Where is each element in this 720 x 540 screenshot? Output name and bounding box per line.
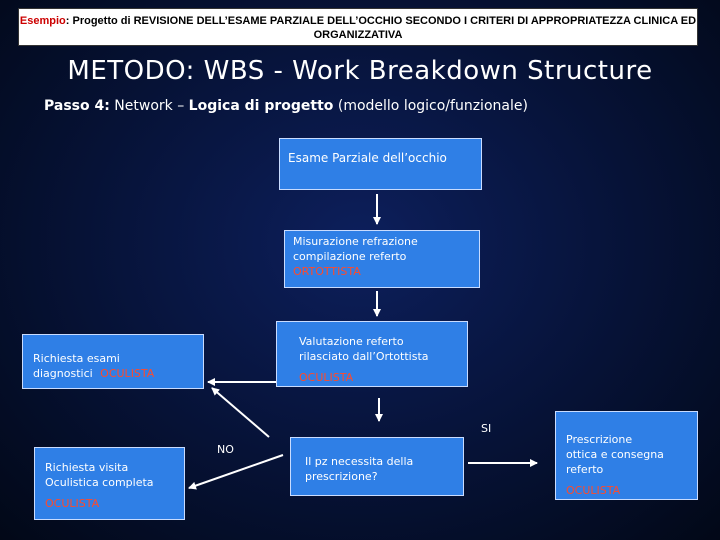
node-prescrizione-line3: referto	[566, 463, 604, 476]
node-prescrizione-line2: ottica e consegna	[566, 448, 664, 461]
node-misurazione-line2: compilazione referto	[293, 250, 407, 263]
node-richiesta-visita: Richiesta visita Oculistica completa OCU…	[34, 447, 185, 520]
subtitle-model: (modello logico/funzionale)	[333, 98, 528, 114]
line-to-richiesta-esami	[211, 387, 270, 438]
page-title: METODO: WBS - Work Breakdown Structure	[67, 56, 653, 86]
node-misurazione: Misurazione refrazione compilazione refe…	[284, 230, 480, 288]
node-valutazione-line1: Valutazione referto	[299, 335, 404, 348]
header-example-label: Esempio	[19, 15, 66, 27]
node-richiesta-esami-line1: Richiesta esami	[33, 352, 120, 365]
subtitle-step: Passo 4:	[44, 98, 110, 114]
node-valutazione: Valutazione referto rilasciato dall’Orto…	[276, 321, 468, 387]
node-misurazione-line1: Misurazione refrazione	[293, 235, 418, 248]
node-valutazione-role: OCULISTA	[299, 371, 354, 384]
node-richiesta-visita-line1: Richiesta visita	[45, 461, 129, 474]
label-si: SI	[481, 422, 492, 435]
header-banner: Esempio: Progetto di REVISIONE DELL’ESAM…	[18, 8, 698, 46]
subtitle-network: Network –	[109, 98, 189, 114]
node-richiesta-esami-role: OCULISTA	[100, 367, 155, 380]
node-prescrizione-line1: Prescrizione	[566, 433, 633, 446]
node-prescrizione: Prescrizione ottica e consegna referto O…	[555, 411, 698, 500]
subtitle-logic: Logica di progetto	[188, 98, 334, 114]
arrow-no-to-richiesta-visita	[188, 454, 284, 490]
node-necessita-prescrizione: Il pz necessita della prescrizione?	[290, 437, 464, 496]
node-richiesta-visita-line2: Oculistica completa	[45, 476, 154, 489]
node-misurazione-role: ORTOTTISTA	[293, 265, 361, 278]
subtitle: Passo 4: Network – Logica di progetto (m…	[44, 98, 528, 114]
node-richiesta-esami: Richiesta esami diagnostici OCULISTA	[22, 334, 204, 389]
header-text: : Progetto di REVISIONE DELL’ESAME PARZI…	[65, 15, 697, 41]
node-richiesta-esami-line2: diagnostici	[33, 367, 93, 380]
node-esame-parziale: Esame Parziale dell’occhio	[279, 138, 482, 190]
node-necessita-line2: prescrizione?	[305, 470, 378, 483]
node-richiesta-visita-role: OCULISTA	[45, 497, 100, 510]
node-esame-label: Esame Parziale dell’occhio	[288, 151, 447, 165]
node-prescrizione-role: OCULISTA	[566, 484, 621, 497]
node-valutazione-line2: rilasciato dall’Ortottista	[299, 350, 429, 363]
node-necessita-line1: Il pz necessita della	[305, 455, 414, 468]
label-no: NO	[217, 443, 234, 456]
